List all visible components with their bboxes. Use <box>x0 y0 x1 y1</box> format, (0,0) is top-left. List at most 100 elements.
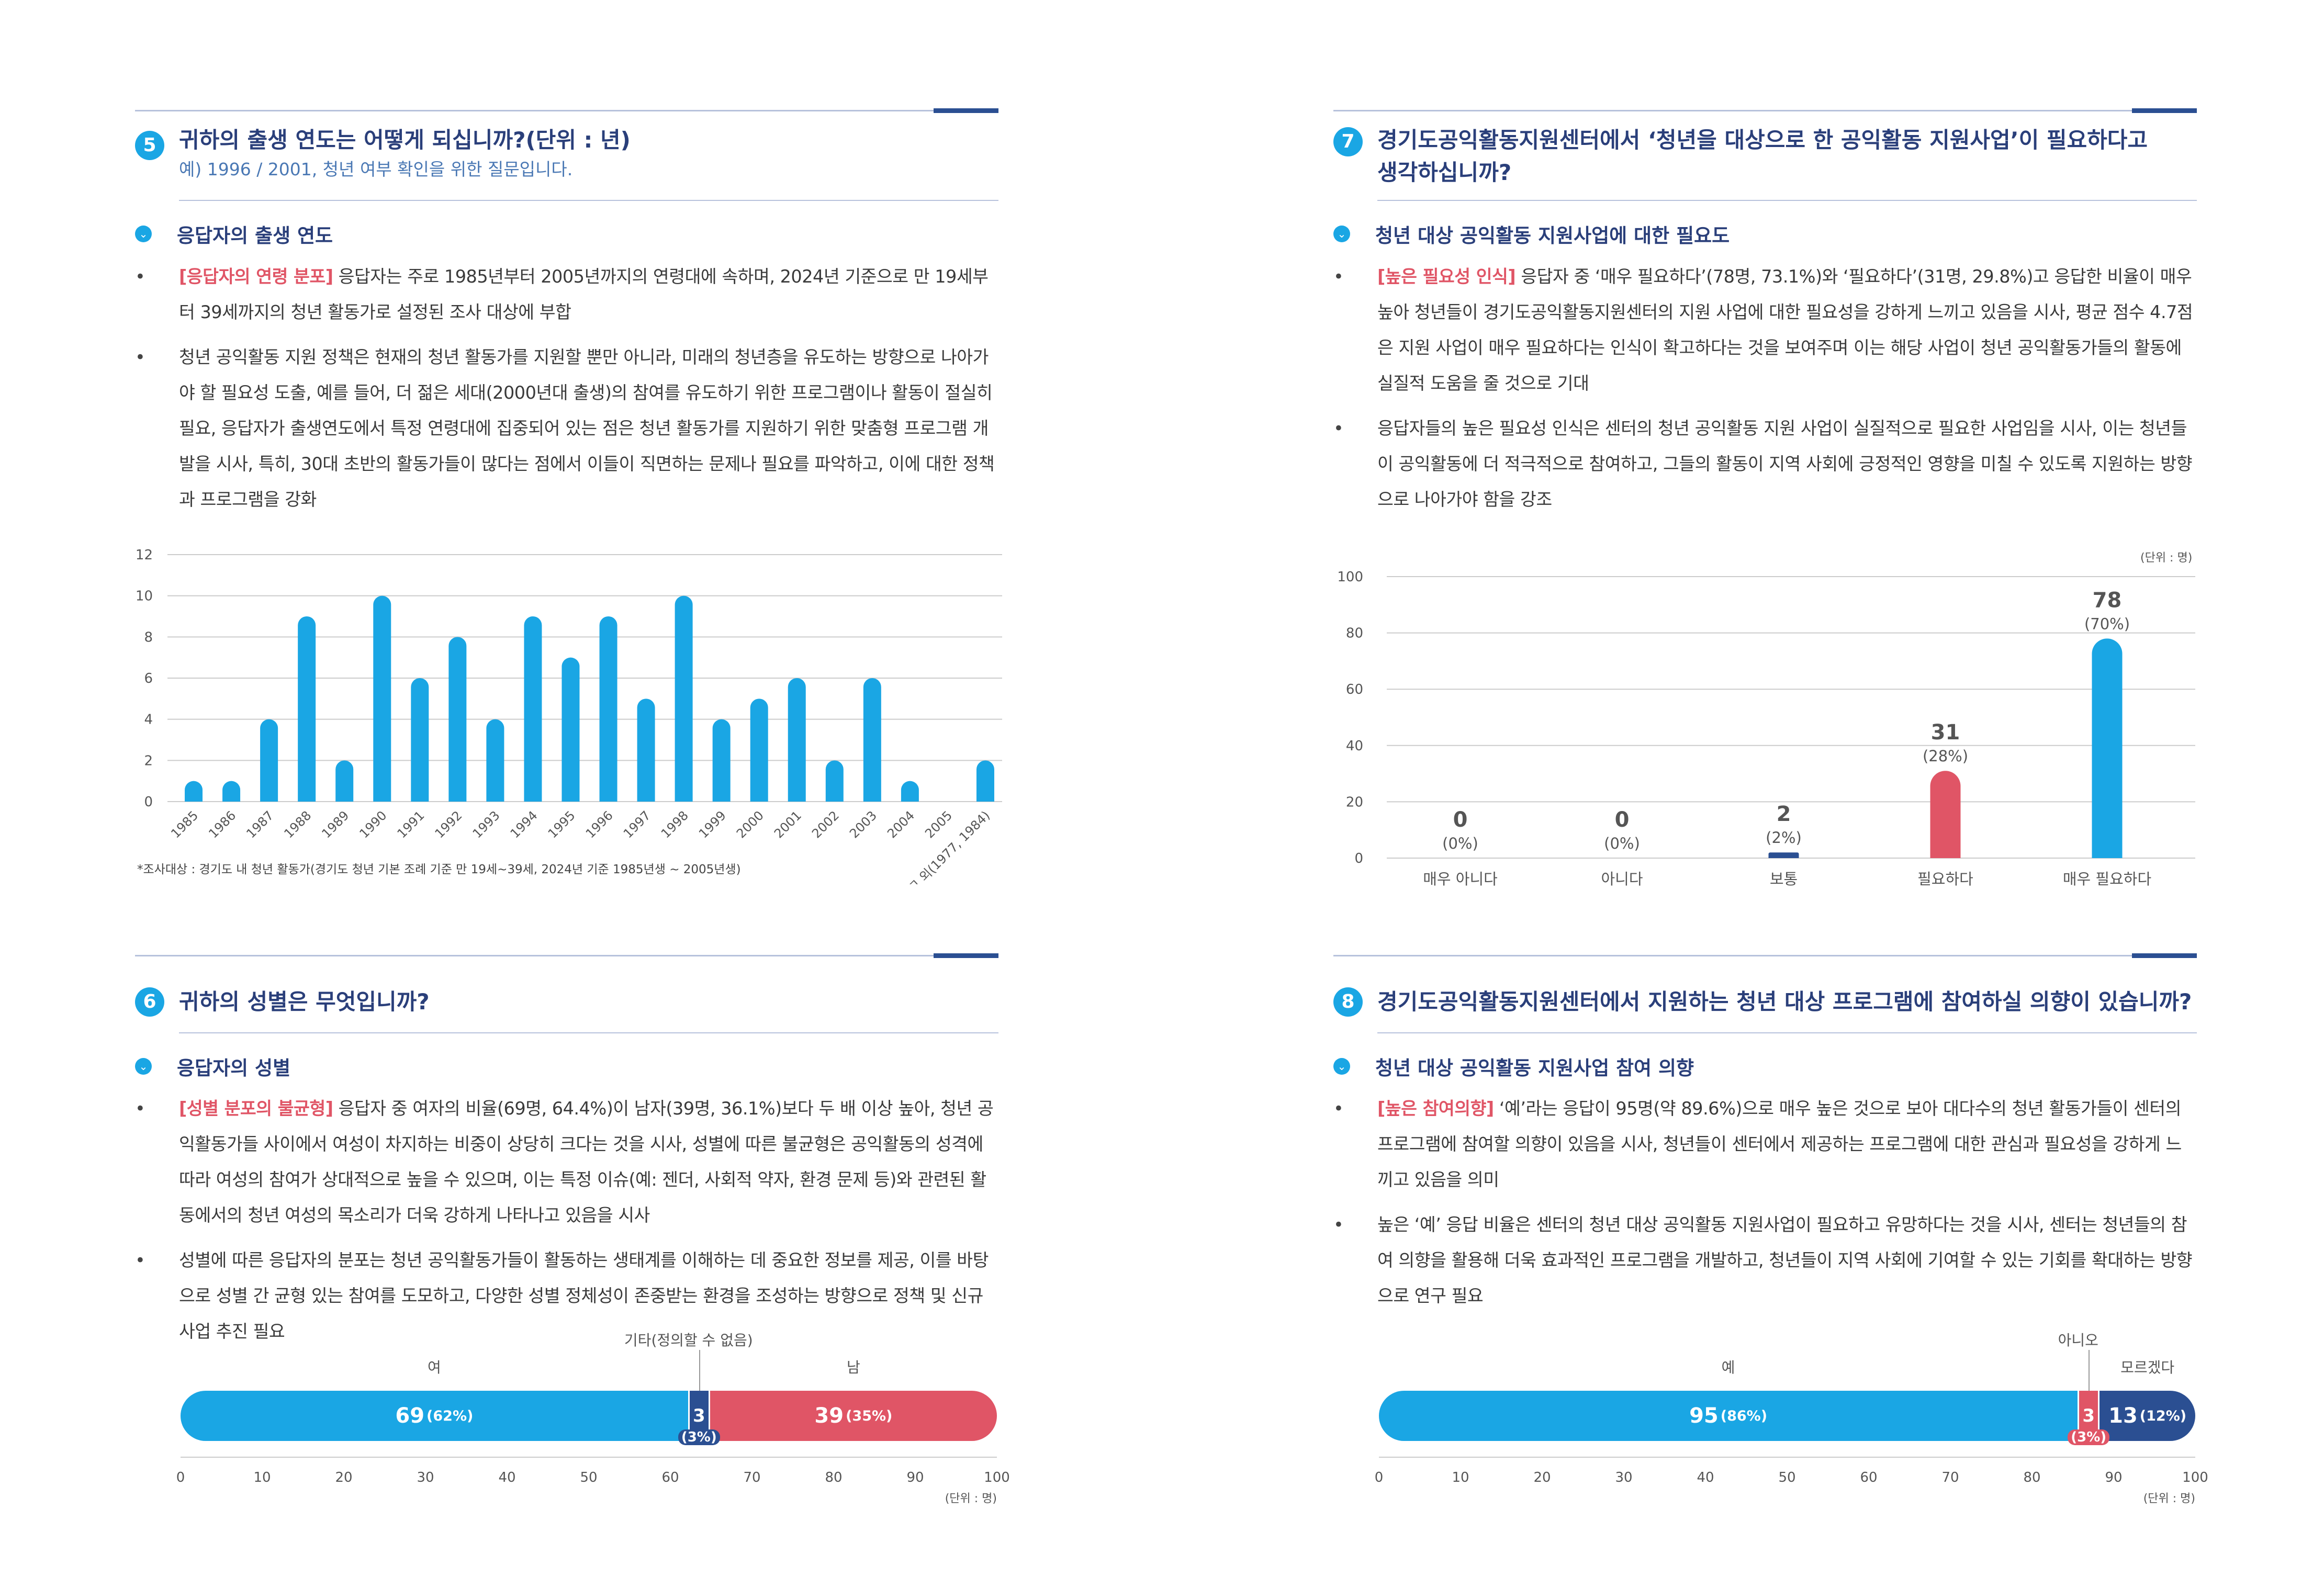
y-tick-label: 20 <box>1346 794 1363 810</box>
x-tick-label: 2001 <box>771 808 804 841</box>
chevron-down-icon: ⌄ <box>135 1058 152 1075</box>
chevron-down-icon: ⌄ <box>135 226 152 242</box>
segment-value: 69 <box>395 1404 425 1428</box>
bullet-text: 응답자 중 ‘매우 필요하다’(78명, 73.1%)와 ‘필요하다’(31명,… <box>1377 266 2193 393</box>
unit-label: (단위 : 명) <box>945 1492 997 1505</box>
title-underline <box>179 200 998 201</box>
percent-label: (0%) <box>1604 835 1640 852</box>
x-tick-label: 1986 <box>206 808 239 841</box>
x-tick-label: 50 <box>580 1470 598 1485</box>
bullet-item: [높은 필요성 인식] 응답자 중 ‘매우 필요하다’(78명, 73.1%)와… <box>1333 259 2197 401</box>
survey-note: *조사대상 : 경기도 내 청년 활동가(경기도 청년 기본 조례 기준 만 1… <box>137 863 741 876</box>
bar <box>448 637 467 802</box>
bar <box>298 616 316 802</box>
value-label: 0 <box>1453 808 1468 832</box>
subheading-text: 응답자의 성별 <box>177 1057 291 1079</box>
x-tick-label: 70 <box>743 1470 761 1485</box>
bullet-list: [높은 참여의향] ‘예’라는 응답이 95명(약 89.6%)으로 매우 높은… <box>1333 1091 2197 1323</box>
highlight: [응답자의 연령 분포] <box>179 266 333 287</box>
bar <box>524 616 542 802</box>
section-q7: 7 경기도공익활동지원센터에서 ‘청년을 대상으로 한 공익활동 지원사업’이 … <box>1333 108 2197 895</box>
x-tick-label: 1990 <box>357 808 390 841</box>
question-title: 경기도공익활동지원센터에서 ‘청년을 대상으로 한 공익활동 지원사업’이 필요… <box>1377 124 2197 189</box>
bar <box>1768 852 1799 858</box>
x-tick-label: 90 <box>906 1470 924 1485</box>
y-tick-label: 40 <box>1346 738 1363 754</box>
value-label: 78 <box>2093 588 2122 612</box>
segment-percent: (12%) <box>2139 1407 2187 1424</box>
subheading: ⌄ 응답자의 출생 연도 <box>135 221 333 247</box>
section-divider <box>135 953 998 958</box>
x-tick-label: 30 <box>1615 1470 1633 1485</box>
segment-percent: (35%) <box>846 1407 893 1424</box>
x-tick-label: 1999 <box>696 808 729 841</box>
x-tick-label: 보통 <box>1770 870 1798 888</box>
x-tick-label: 1992 <box>432 808 465 841</box>
x-tick-label: 100 <box>2182 1470 2208 1485</box>
x-tick-label: 매우 필요하다 <box>2063 870 2151 888</box>
segment-percent: (62%) <box>426 1407 474 1424</box>
y-tick-label: 8 <box>144 629 153 645</box>
bullet-text: 응답자는 주로 1985년부터 2005년까지의 연령대에 속하며, 2024년… <box>179 266 989 322</box>
segment-value: 39 <box>814 1404 844 1428</box>
x-tick-label: 100 <box>984 1470 1010 1485</box>
bar <box>2092 638 2123 858</box>
bullet-item: 청년 공익활동 지원 정책은 현재의 청년 활동가를 지원할 뿐만 아니라, 미… <box>135 340 998 517</box>
x-tick-label: 1987 <box>243 808 276 841</box>
bullet-text: 응답자들의 높은 필요성 인식은 센터의 청년 공익활동 지원 사업이 실질적으… <box>1377 418 2193 510</box>
segment-value: 95 <box>1689 1404 1719 1428</box>
y-tick-label: 10 <box>136 589 153 604</box>
x-tick-label: 1997 <box>621 808 654 841</box>
x-tick-label: 1995 <box>545 808 578 841</box>
value-label: 0 <box>1615 808 1630 832</box>
bullet-item: [높은 참여의향] ‘예’라는 응답이 95명(약 89.6%)으로 매우 높은… <box>1333 1091 2197 1198</box>
x-tick-label: 0 <box>1374 1470 1384 1485</box>
chevron-down-icon: ⌄ <box>1333 1058 1350 1075</box>
bullet-item: 응답자들의 높은 필요성 인식은 센터의 청년 공익활동 지원 사업이 실질적으… <box>1333 411 2197 517</box>
subheading: ⌄ 응답자의 성별 <box>135 1053 290 1079</box>
x-tick-label: 1998 <box>658 808 691 841</box>
x-tick-label: 1988 <box>281 808 314 841</box>
x-tick-label: 0 <box>176 1470 185 1485</box>
segment-value: 3 <box>692 1405 705 1426</box>
bar <box>562 657 580 802</box>
title-underline <box>1377 1032 2197 1033</box>
bullet-text: ‘예’라는 응답이 95명(약 89.6%)으로 매우 높은 것으로 보아 대다… <box>1377 1098 2182 1190</box>
x-tick-label: 30 <box>417 1470 434 1485</box>
percent-label: (0%) <box>1442 835 1478 852</box>
x-tick-label: 40 <box>498 1470 516 1485</box>
bar <box>411 678 429 802</box>
bullet-text: 성별에 따른 응답자의 분포는 청년 공익활동가들이 활동하는 생태계를 이해하… <box>179 1250 989 1342</box>
highlight: [높은 참여의향] <box>1377 1098 1494 1119</box>
segment-percent: (3%) <box>678 1429 720 1445</box>
unit-label: (단위 : 명) <box>2143 1492 2195 1505</box>
bullet-text: 높은 ‘예’ 응답 비율은 센터의 청년 대상 공익활동 지원사업이 필요하고 … <box>1377 1214 2193 1306</box>
question-subtitle: 예) 1996 / 2001, 청년 여부 확인을 위한 질문입니다. <box>179 159 573 179</box>
bar <box>373 595 391 802</box>
bullet-text: 응답자 중 여자의 비율(69명, 64.4%)이 남자(39명, 36.1%)… <box>179 1098 994 1225</box>
y-tick-label: 60 <box>1346 682 1363 697</box>
question-number: 6 <box>135 987 164 1017</box>
bar <box>335 760 354 802</box>
y-tick-label: 0 <box>144 794 153 810</box>
bar <box>788 678 806 802</box>
percent-label: (2%) <box>1766 829 1802 847</box>
highlight: [성별 분포의 불균형] <box>179 1098 333 1119</box>
bullet-text: 청년 공익활동 지원 정책은 현재의 청년 활동가를 지원할 뿐만 아니라, 미… <box>179 347 995 510</box>
x-tick-label: 2005 <box>922 808 955 841</box>
highlight: [높은 필요성 인식] <box>1377 266 1516 287</box>
title-underline <box>179 1032 998 1033</box>
value-label: 31 <box>1931 720 1960 745</box>
question-title-line: 경기도공익활동지원센터에서 ‘청년을 대상으로 한 공익활동 지원사업’이 필요… <box>1377 127 2148 153</box>
segment-value: 3 <box>2082 1405 2095 1426</box>
section-q8: 8 경기도공익활동지원센터에서 지원하는 청년 대상 프로그램에 참여하실 의향… <box>1333 953 2197 1373</box>
x-tick-label: 1985 <box>168 808 201 841</box>
x-tick-label: 2004 <box>884 808 917 841</box>
segment-name: 여 <box>427 1359 441 1376</box>
segment-value: 13 <box>2108 1404 2138 1428</box>
bar <box>825 760 844 802</box>
